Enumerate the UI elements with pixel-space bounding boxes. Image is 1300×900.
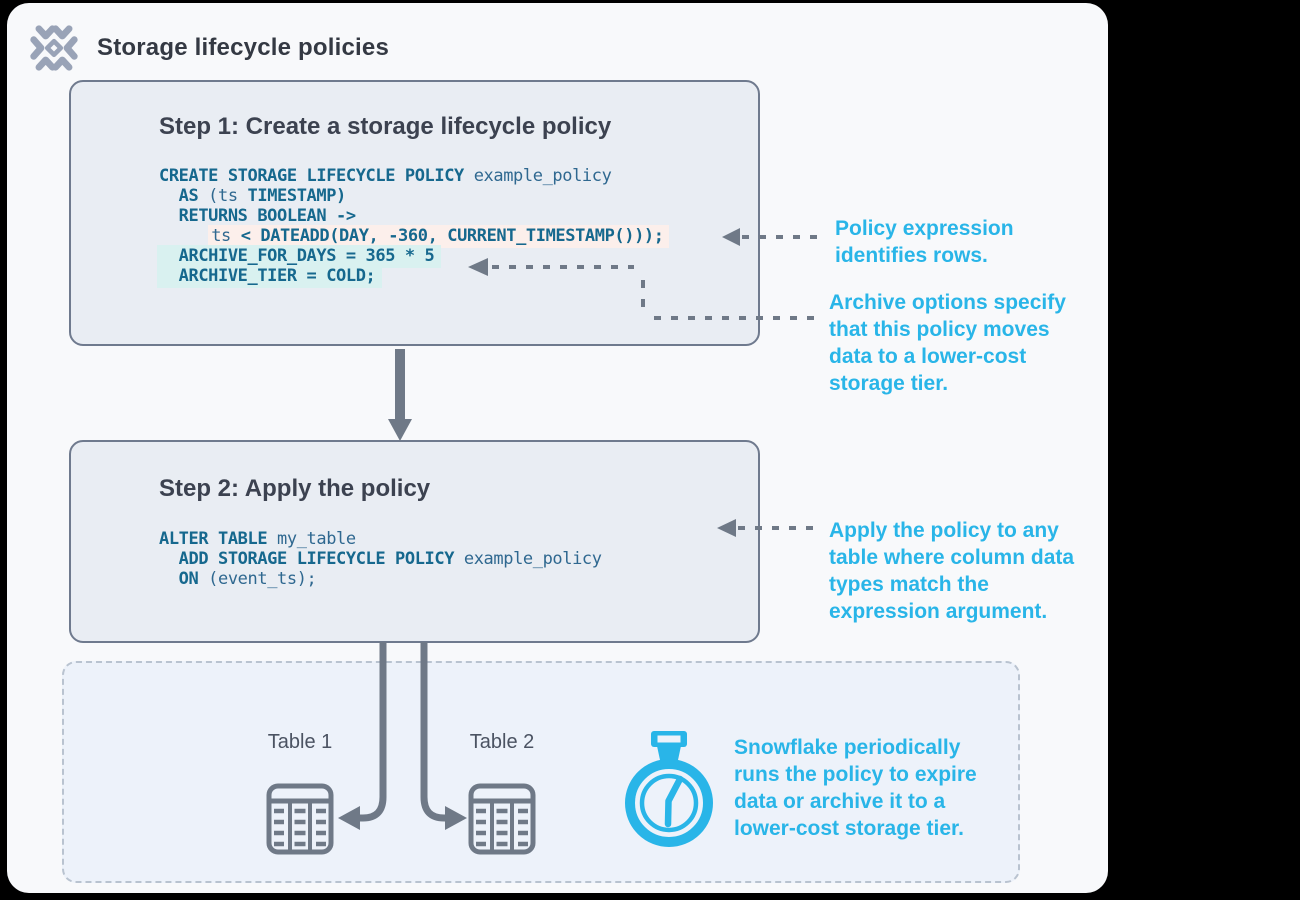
periodic-run-box	[62, 661, 1020, 883]
step2-box: Step 2: Apply the policy ALTER TABLE my_…	[69, 440, 760, 643]
table2-label: Table 2	[469, 731, 535, 753]
step2-title: Step 2: Apply the policy	[159, 475, 431, 502]
policy-expression-annotation: Policy expression identifies rows.	[835, 217, 1014, 267]
code-line: ARCHIVE_TIER = COLD;	[157, 265, 669, 288]
stopwatch-icon	[625, 731, 713, 847]
step1-to-step2-arrow	[388, 349, 412, 441]
code-line: AS (ts TIMESTAMP)	[178, 186, 347, 206]
step1-box: Step 1: Create a storage lifecycle polic…	[69, 80, 760, 346]
step2-code: ALTER TABLE my_table ADD STORAGE LIFECYC…	[159, 529, 602, 589]
table-icon	[468, 783, 536, 855]
code-line: ADD STORAGE LIFECYCLE POLICY example_pol…	[178, 549, 602, 569]
code-line: ALTER TABLE my_table	[159, 529, 356, 549]
table-icon	[266, 783, 334, 855]
code-line: ON (event_ts);	[178, 569, 317, 589]
code-line: CREATE STORAGE LIFECYCLE POLICY example_…	[159, 166, 612, 186]
apply-policy-annotation: Apply the policy to any table where colu…	[829, 519, 1075, 623]
diagram-card: Storage lifecycle policies Step 1: Creat…	[7, 3, 1108, 893]
step1-title: Step 1: Create a storage lifecycle polic…	[159, 113, 612, 140]
step1-code: CREATE STORAGE LIFECYCLE POLICY example_…	[157, 166, 669, 288]
archive-options-annotation: Archive options specify that this policy…	[829, 291, 1066, 395]
table1-label: Table 1	[267, 731, 333, 753]
page-title: Storage lifecycle policies	[97, 34, 389, 61]
snowflake-logo-icon	[30, 25, 78, 71]
code-line: RETURNS BOOLEAN ->	[178, 206, 356, 226]
code-line: ARCHIVE_FOR_DAYS = 365 * 5	[157, 245, 669, 268]
code-line: ts < DATEADD(DAY, -360, CURRENT_TIMESTAM…	[159, 225, 669, 248]
periodic-run-annotation: Snowflake periodically runs the policy t…	[734, 736, 977, 840]
